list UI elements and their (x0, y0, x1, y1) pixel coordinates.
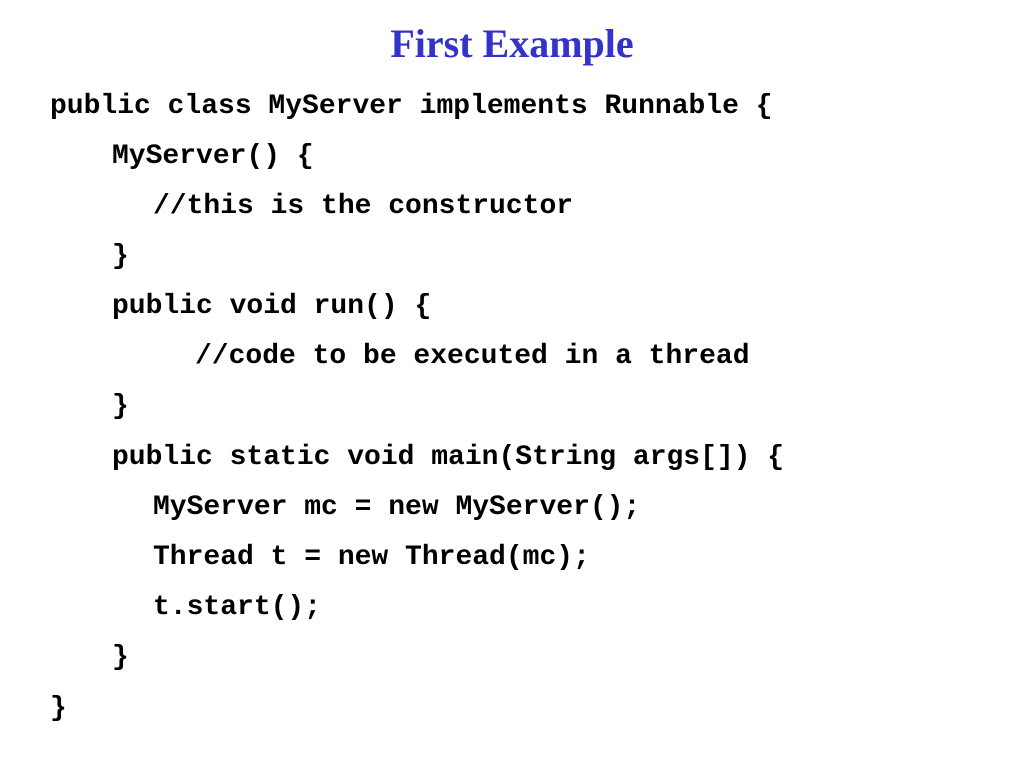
code-line-close-brace: } (112, 241, 129, 272)
code-line-class-declaration: public class MyServer implements Runnabl… (50, 91, 773, 122)
code-line-comment-constructor: //this is the constructor (153, 191, 574, 222)
code-line-comment-thread: //code to be executed in a thread (195, 341, 750, 372)
code-line-constructor: MyServer() { (112, 141, 314, 172)
code-line-main-method: public static void main(String args[]) { (112, 442, 785, 473)
code-line-close-brace: } (112, 642, 129, 673)
code-line-close-class-brace: } (50, 693, 67, 724)
code-line-run-method: public void run() { (112, 291, 432, 322)
code-line-thread-start: t.start(); (153, 592, 322, 623)
slide-title: First Example (390, 21, 634, 66)
code-line-close-brace: } (112, 391, 129, 422)
code-line-new-myserver: MyServer mc = new MyServer(); (153, 492, 641, 523)
code-line-new-thread: Thread t = new Thread(mc); (153, 542, 590, 573)
